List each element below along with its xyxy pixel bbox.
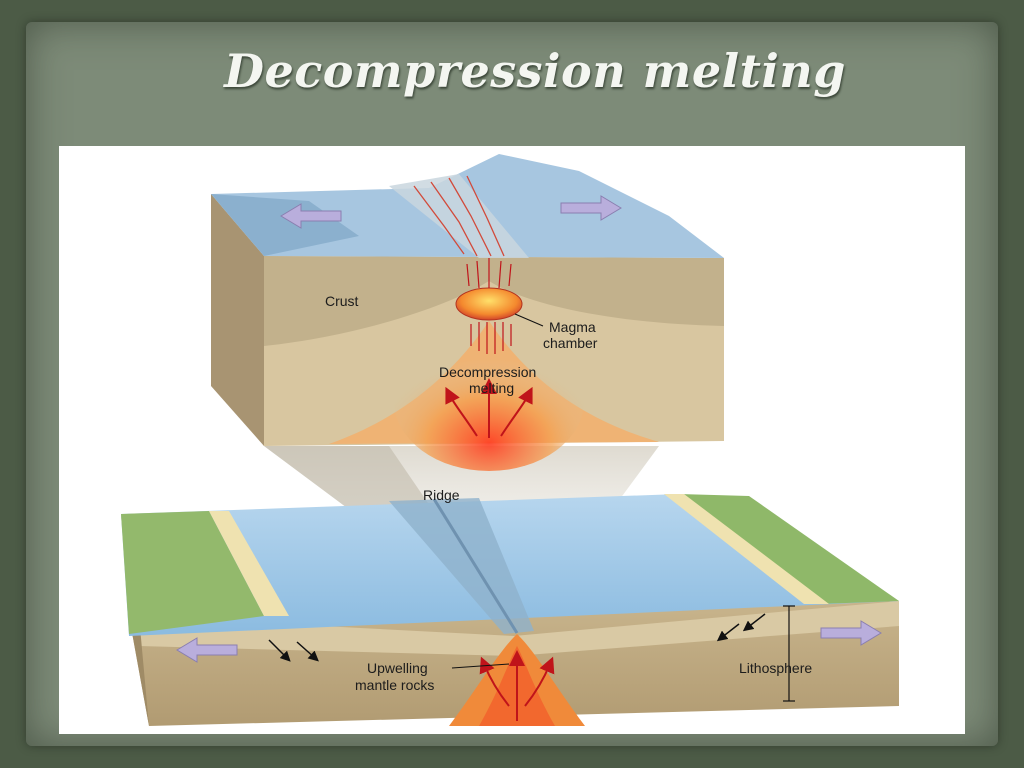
plate-arrow-left xyxy=(176,637,238,663)
fault-arrow-left-2 xyxy=(296,641,319,662)
fault-arrow-right-1 xyxy=(716,623,740,642)
label-upwelling-line1: Upwelling xyxy=(367,660,428,676)
ridge-axis xyxy=(432,498,519,634)
label-upwelling-line2: mantle rocks xyxy=(355,677,434,693)
rift-cracks xyxy=(413,175,505,257)
melt-arrow-right xyxy=(500,386,533,437)
upper-block xyxy=(211,154,724,471)
land-right xyxy=(679,494,899,604)
beach-right xyxy=(664,494,829,604)
fault-arrow-right-2 xyxy=(742,613,766,632)
label-lithosphere: Lithosphere xyxy=(739,660,812,676)
beach-left xyxy=(209,511,289,616)
lower-block-crust-band xyxy=(129,601,899,656)
label-magma-line2: chamber xyxy=(543,335,598,351)
melt-arrow-left xyxy=(445,386,478,437)
upper-block-rift xyxy=(389,174,529,258)
upwelling-leader xyxy=(451,663,510,669)
fault-arrow-left-1 xyxy=(268,639,291,662)
upper-block-left-face xyxy=(211,194,264,446)
land-left xyxy=(121,511,264,634)
upwelling-arrow-right xyxy=(524,656,555,707)
upper-block-crust xyxy=(264,256,724,346)
melt-streaks xyxy=(466,258,512,354)
plate-arrow-upper-left xyxy=(280,203,342,229)
upwelling-arrow-left xyxy=(479,656,510,707)
label-decompression-line2: melting xyxy=(469,380,514,396)
plate-arrow-upper-right xyxy=(560,195,622,221)
magma-chamber-leader xyxy=(514,313,544,327)
lower-block xyxy=(121,494,899,726)
label-decompression-line1: Decompression xyxy=(439,364,536,380)
label-crust: Crust xyxy=(325,293,359,309)
label-magma-line1: Magma xyxy=(549,319,596,335)
ocean-floor xyxy=(121,494,899,636)
plate-arrow-right xyxy=(820,620,882,646)
magma-chamber xyxy=(455,287,523,321)
diagram-canvas: Crust Magma chamber Decompression meltin… xyxy=(59,146,965,734)
upper-block-top-shading xyxy=(211,194,359,256)
label-ridge: Ridge xyxy=(423,487,460,503)
slide-title: Decompression melting xyxy=(224,44,846,98)
diagram-svg: Crust Magma chamber Decompression meltin… xyxy=(121,154,899,726)
